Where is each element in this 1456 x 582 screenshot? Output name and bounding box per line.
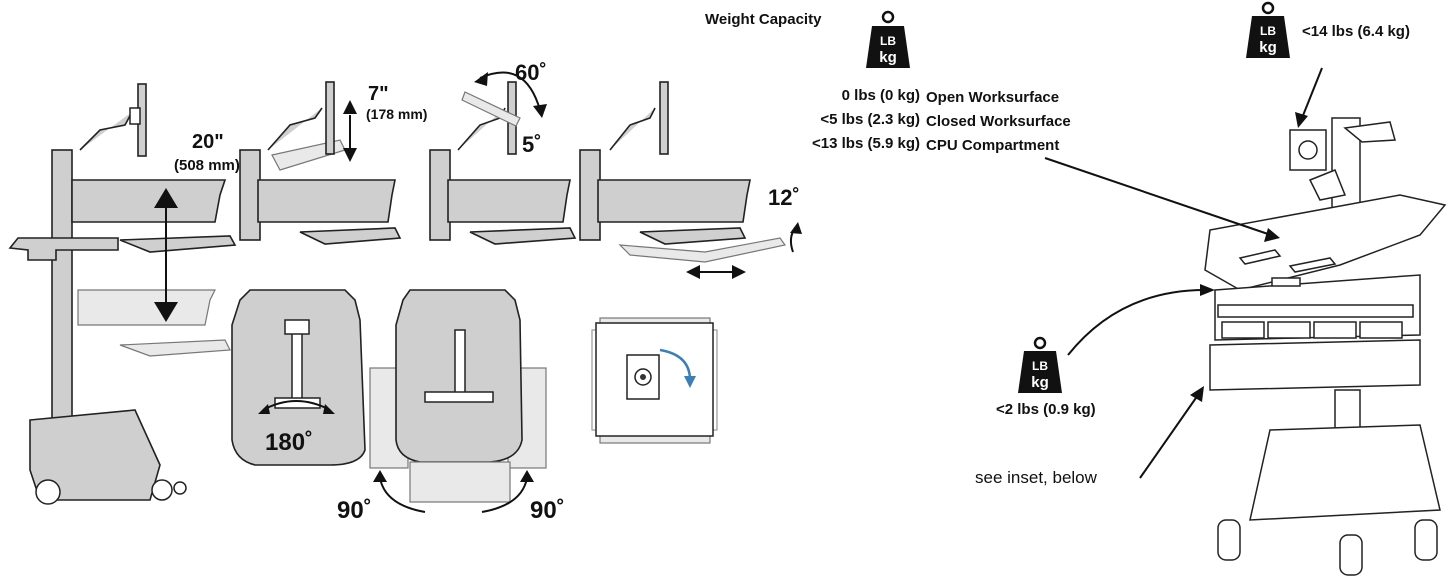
keyboard-rotate-top-view: [369, 289, 547, 503]
drawer-weight-icon: LB kg: [1018, 336, 1062, 393]
svg-text:LB: LB: [880, 34, 896, 48]
tilt-up-label: 60˚: [515, 60, 547, 85]
inset-pointer: [1139, 386, 1204, 479]
drawer-pointer: [1067, 284, 1215, 356]
cart-keyboard-tilt: [579, 81, 787, 263]
monitor-lift-arrow: [343, 100, 357, 162]
inset-note: see inset, below: [975, 468, 1098, 487]
swivel-arrow: [258, 400, 335, 414]
weight-icon: LB kg: [866, 10, 910, 68]
capacity-weight-2: <5 lbs (2.3 kg): [820, 111, 920, 128]
cart-height-adjust: [8, 83, 237, 505]
monitor-weight-icon: LB kg: [1246, 1, 1290, 58]
capacity-weight-1: 0 lbs (0 kg): [842, 87, 920, 104]
height-travel-label: 20": [192, 131, 224, 153]
height-travel-mm-label: (508 mm): [174, 157, 240, 174]
monitor-lift-mm-label: (178 mm): [366, 106, 427, 122]
rotate-left-arrow: [373, 470, 426, 513]
rotate-right-arrow: [481, 470, 534, 513]
capacity-label-2: Closed Worksurface: [926, 113, 1071, 130]
tilt-arrow: [474, 71, 547, 118]
swivel-label: 180˚: [265, 429, 313, 456]
svg-text:kg: kg: [1031, 374, 1049, 391]
cart-monitor-tilt: [429, 81, 577, 245]
cart-monitor-lift: [239, 81, 402, 245]
svg-text:LB: LB: [1032, 359, 1048, 373]
capacity-weight-3: <13 lbs (5.9 kg): [812, 135, 920, 152]
keyboard-slide-arrow: [686, 265, 746, 279]
rotate-right-label: 90˚: [530, 497, 565, 524]
tilt-down-label: 5˚: [522, 132, 542, 157]
worksurface-top-view: [231, 289, 366, 466]
svg-text:kg: kg: [1259, 39, 1277, 56]
keyboard-tilt-label: 12˚: [768, 185, 800, 210]
capacity-label-3: CPU Compartment: [926, 137, 1059, 154]
weight-capacity-title: Weight Capacity: [705, 11, 822, 28]
capacity-label-1: Open Worksurface: [926, 89, 1059, 106]
drawer-weight-label: <2 lbs (0.9 kg): [996, 401, 1096, 418]
rotate-left-label: 90˚: [337, 497, 372, 524]
monitor-rotate-view: [591, 317, 718, 444]
monitor-weight-label: <14 lbs (6.4 kg): [1302, 23, 1410, 40]
monitor-pointer: [1295, 67, 1323, 128]
keyboard-tilt-arrow: [789, 222, 802, 253]
monitor-lift-label: 7": [368, 83, 389, 105]
svg-text:kg: kg: [879, 49, 897, 66]
cart-line-drawing: [1204, 117, 1447, 576]
height-arrow: [154, 188, 178, 322]
cpu-pointer: [1044, 157, 1280, 242]
svg-text:LB: LB: [1260, 24, 1276, 38]
